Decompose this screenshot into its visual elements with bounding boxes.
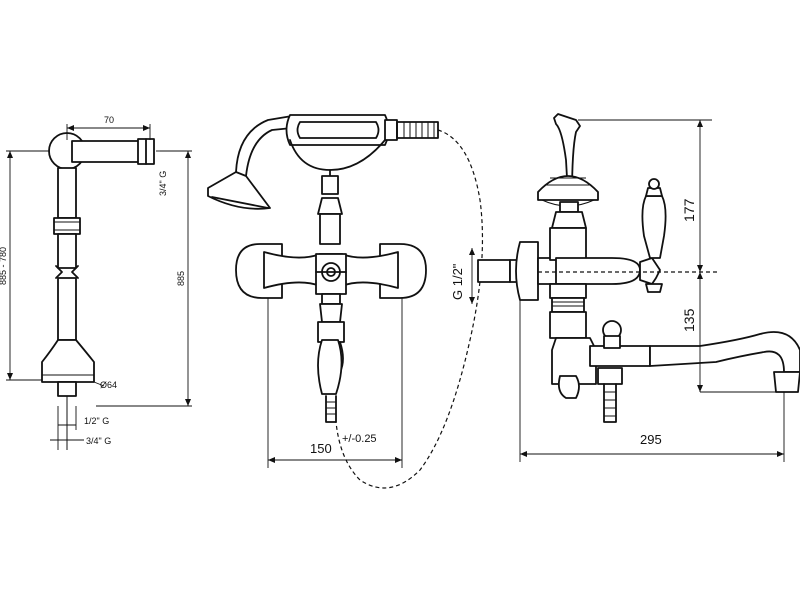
dim-top-width: 70 <box>104 115 114 125</box>
riser-column-lower <box>57 277 77 341</box>
profile-spout-tip <box>773 371 800 393</box>
dim-spout-projection: 295 <box>640 432 662 447</box>
dim-upper-height: 177 <box>681 198 697 222</box>
riser-column-middle <box>57 233 77 269</box>
handshower-handle <box>285 114 390 146</box>
riser-arm <box>71 140 143 163</box>
profile-view: G 1/2" <box>450 113 800 462</box>
profile-handle-base <box>639 257 661 285</box>
hose-path <box>335 129 484 489</box>
front-view: 150 +/-0.25 <box>207 114 484 489</box>
outlet-body <box>317 321 345 343</box>
dim-center-distance: 150 <box>310 441 332 456</box>
dim-total-height: 885 <box>176 271 186 286</box>
outlet-lever <box>317 339 343 395</box>
riser-base-flange <box>41 339 95 383</box>
profile-handle-lever <box>641 195 667 259</box>
riser-inlet <box>57 381 77 397</box>
hose-nut <box>384 119 398 141</box>
profile-bath-spout <box>649 331 800 373</box>
riser-break-mark <box>55 265 79 279</box>
profile-lever-bottom <box>557 375 580 399</box>
dim-inlet: G 1/2" <box>450 263 465 300</box>
dim-outer-thread: 3/4" G <box>86 436 111 446</box>
profile-shower-head <box>537 175 599 201</box>
dim-base-diameter: Ø64 <box>100 380 117 390</box>
dim-lower-height: 135 <box>681 308 697 332</box>
profile-wall-flange <box>515 241 539 301</box>
dim-top-thread: 3/4" G <box>158 171 168 196</box>
profile-shower-hook <box>553 113 581 197</box>
handshower-hook <box>235 115 293 173</box>
riser-column-upper <box>57 167 77 219</box>
diverter-column <box>317 197 343 215</box>
handshower-head <box>207 171 271 210</box>
profile-inlet-pipe <box>477 259 511 283</box>
profile-diverter <box>549 227 587 261</box>
hose-fitting <box>325 395 337 423</box>
profile-hose-outlet <box>597 367 623 385</box>
profile-lower-body <box>551 337 597 385</box>
dim-inlet-thread: 1/2" G <box>84 416 109 426</box>
dim-height-range: 885 - 780 <box>0 247 8 285</box>
dim-tolerance: +/-0.25 <box>342 433 377 445</box>
profile-main-body <box>555 257 641 285</box>
side-view: 70 3/4" G 885 - 780 885 Ø64 1/2" G 3/4" … <box>0 115 192 450</box>
profile-spout-base <box>589 345 651 367</box>
riser-collar <box>53 217 81 235</box>
